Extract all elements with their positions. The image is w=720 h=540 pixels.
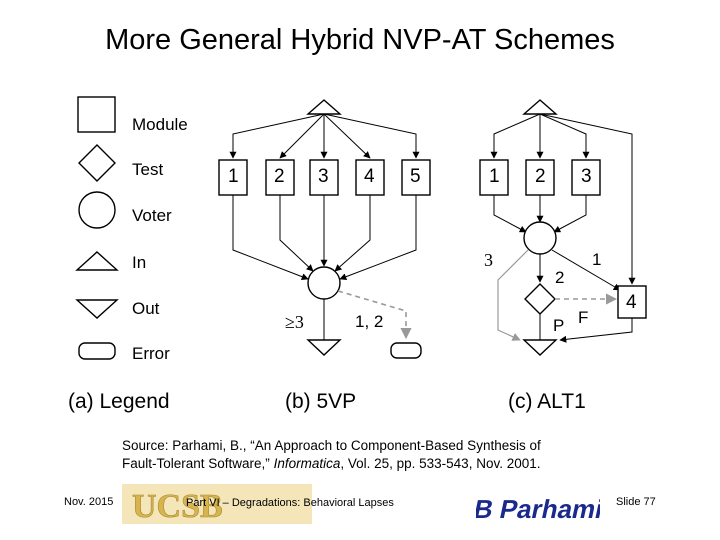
diagram-5vp	[218, 99, 431, 359]
alt1-module-3	[571, 159, 601, 196]
5vp-error-shape	[390, 342, 422, 359]
source-journal: Informatica	[273, 456, 341, 471]
bparhami-logo: B Parhami	[476, 494, 600, 524]
5vp-module-1-label: 1	[228, 166, 239, 187]
5vp-out-triangle	[306, 339, 342, 356]
5vp-module-5	[401, 159, 431, 196]
legend-out-triangle	[75, 299, 119, 319]
5vp-module-4	[355, 159, 385, 196]
alt1-label-1: 1	[592, 250, 602, 269]
alt1-label-3: 3	[484, 250, 493, 270]
5vp-module-3-label: 3	[318, 166, 329, 187]
5vp-caption: (b) 5VP	[285, 390, 357, 413]
legend-test-label: Test	[132, 160, 164, 179]
alt1-module-3-label: 3	[581, 166, 592, 187]
alt1-out-triangle	[522, 339, 558, 356]
legend-in-triangle	[75, 251, 119, 271]
legend-error-shape	[78, 342, 116, 360]
alt1-label-p: P	[553, 316, 565, 335]
legend-error-label: Error	[132, 344, 170, 363]
5vp-module-2	[265, 159, 295, 196]
5vp-error-label: 1, 2	[355, 312, 384, 331]
alt1-module-1-label: 1	[489, 166, 500, 187]
slide-title: More General Hybrid NVP-AT Schemes	[105, 24, 615, 56]
alt1-module-4-label: 4	[626, 292, 637, 313]
legend-test-diamond	[78, 144, 116, 182]
footer-slide-number: Slide 77	[616, 496, 656, 508]
legend-voter-label: Voter	[132, 206, 172, 225]
footer-part-title: Part VI – Degradations: Behavioral Lapse…	[186, 497, 394, 509]
legend-voter-circle	[78, 191, 116, 229]
source-line-1: Source: Parhami, B., “An Approach to Com…	[122, 438, 541, 453]
5vp-module-1	[218, 159, 248, 196]
ucsb-logo: UCSB	[122, 484, 312, 524]
5vp-threshold-label: ≥3	[285, 312, 304, 332]
5vp-module-5-label: 5	[410, 166, 421, 187]
5vp-module-4-label: 4	[364, 166, 375, 187]
alt1-voter	[523, 221, 557, 255]
alt1-module-2-label: 2	[535, 166, 546, 187]
alt1-caption: (c) ALT1	[508, 390, 586, 413]
5vp-module-2-label: 2	[274, 166, 285, 187]
alt1-module-4	[617, 285, 647, 319]
legend-module-label: Module	[132, 115, 188, 134]
alt1-label-2: 2	[555, 268, 565, 287]
legend-module-box	[77, 96, 116, 133]
source-authors: Fault-Tolerant Software,”	[122, 456, 274, 471]
legend-shapes	[75, 96, 119, 360]
diagram-alt1	[479, 99, 647, 356]
legend-out-label: Out	[132, 299, 160, 318]
alt1-test-diamond	[524, 283, 556, 315]
5vp-module-3	[309, 159, 339, 196]
alt1-module-1	[479, 159, 509, 196]
5vp-voter	[307, 266, 341, 300]
source-line-2: Fault-Tolerant Software,” Informatica, V…	[122, 456, 642, 471]
5vp-in-triangle	[306, 99, 342, 115]
legend-caption: (a) Legend	[68, 390, 170, 413]
source-details: , Vol. 25, pp. 533-543, Nov. 2001.	[340, 456, 541, 471]
alt1-label-f: F	[578, 308, 589, 327]
alt1-in-triangle	[522, 99, 558, 115]
bparhami-logo-text: B Parhami	[476, 494, 600, 524]
ucsb-logo-text: UCSB	[132, 488, 223, 524]
legend-in-label: In	[132, 253, 147, 272]
footer-date: Nov. 2015	[64, 496, 114, 508]
